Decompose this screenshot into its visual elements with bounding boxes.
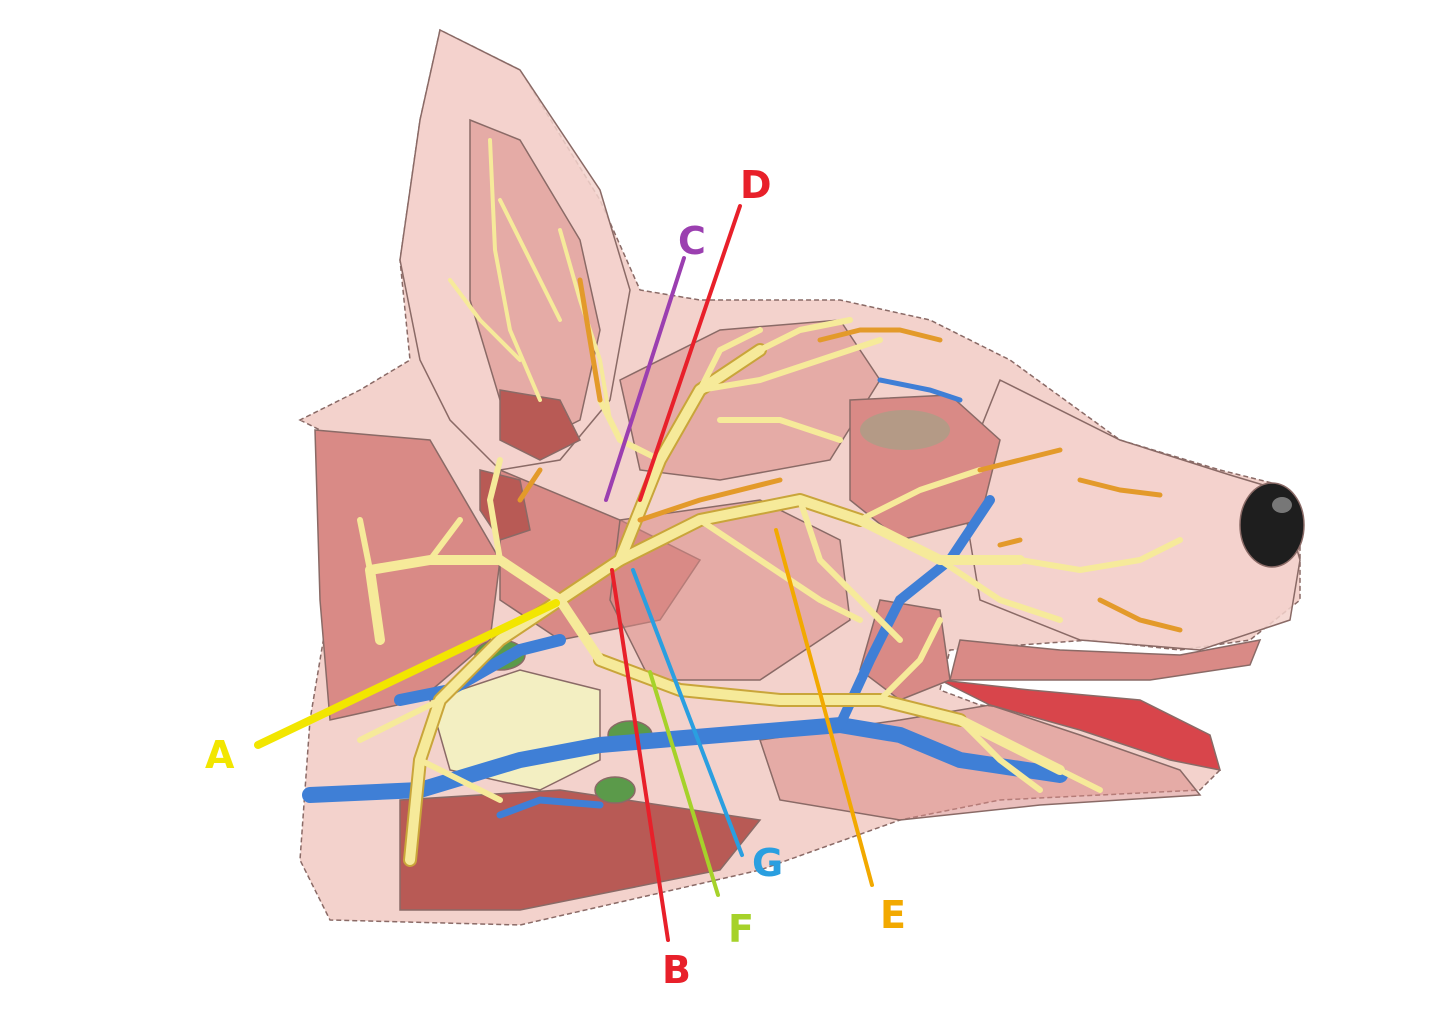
- auriculopalpebral-nerve: [615, 345, 765, 565]
- leader-line-b: [610, 568, 670, 942]
- leader-line-g: [631, 568, 744, 857]
- plexus-connector: [555, 595, 605, 665]
- label-e: E: [880, 893, 906, 937]
- label-b: B: [662, 948, 691, 992]
- label-g: G: [752, 841, 783, 885]
- throat-muscle: [399, 789, 762, 911]
- leader-line-d: [638, 204, 742, 502]
- label-f: F: [728, 907, 754, 951]
- facial-nerve-trunk: [555, 555, 625, 605]
- nose: [1239, 482, 1305, 568]
- nose-highlight: [1272, 497, 1292, 513]
- leader-line-e: [774, 528, 874, 887]
- leader-line-f: [648, 670, 720, 897]
- angular-vein: [877, 377, 963, 403]
- leader-lines: [254, 204, 874, 942]
- ear-canal: [499, 389, 582, 461]
- leader-line-a: [254, 599, 560, 749]
- upper-lip: [949, 639, 1262, 681]
- label-a: A: [205, 733, 235, 777]
- dorsal-buccal-branch: [615, 495, 1025, 565]
- facial-vein-branch: [496, 796, 604, 819]
- ventral-buccal-branch: [595, 655, 1065, 775]
- maxillary-vein: [394, 634, 566, 706]
- labels: A B C D E F G: [205, 163, 906, 992]
- eye: [860, 410, 950, 450]
- lymph-node-3: [594, 776, 636, 804]
- leader-line-c: [604, 256, 686, 502]
- label-c: C: [678, 219, 706, 263]
- inner-ear: [469, 118, 601, 441]
- linguofacial-vein: [835, 495, 995, 730]
- mouth: [939, 679, 1222, 771]
- label-d: D: [740, 163, 772, 207]
